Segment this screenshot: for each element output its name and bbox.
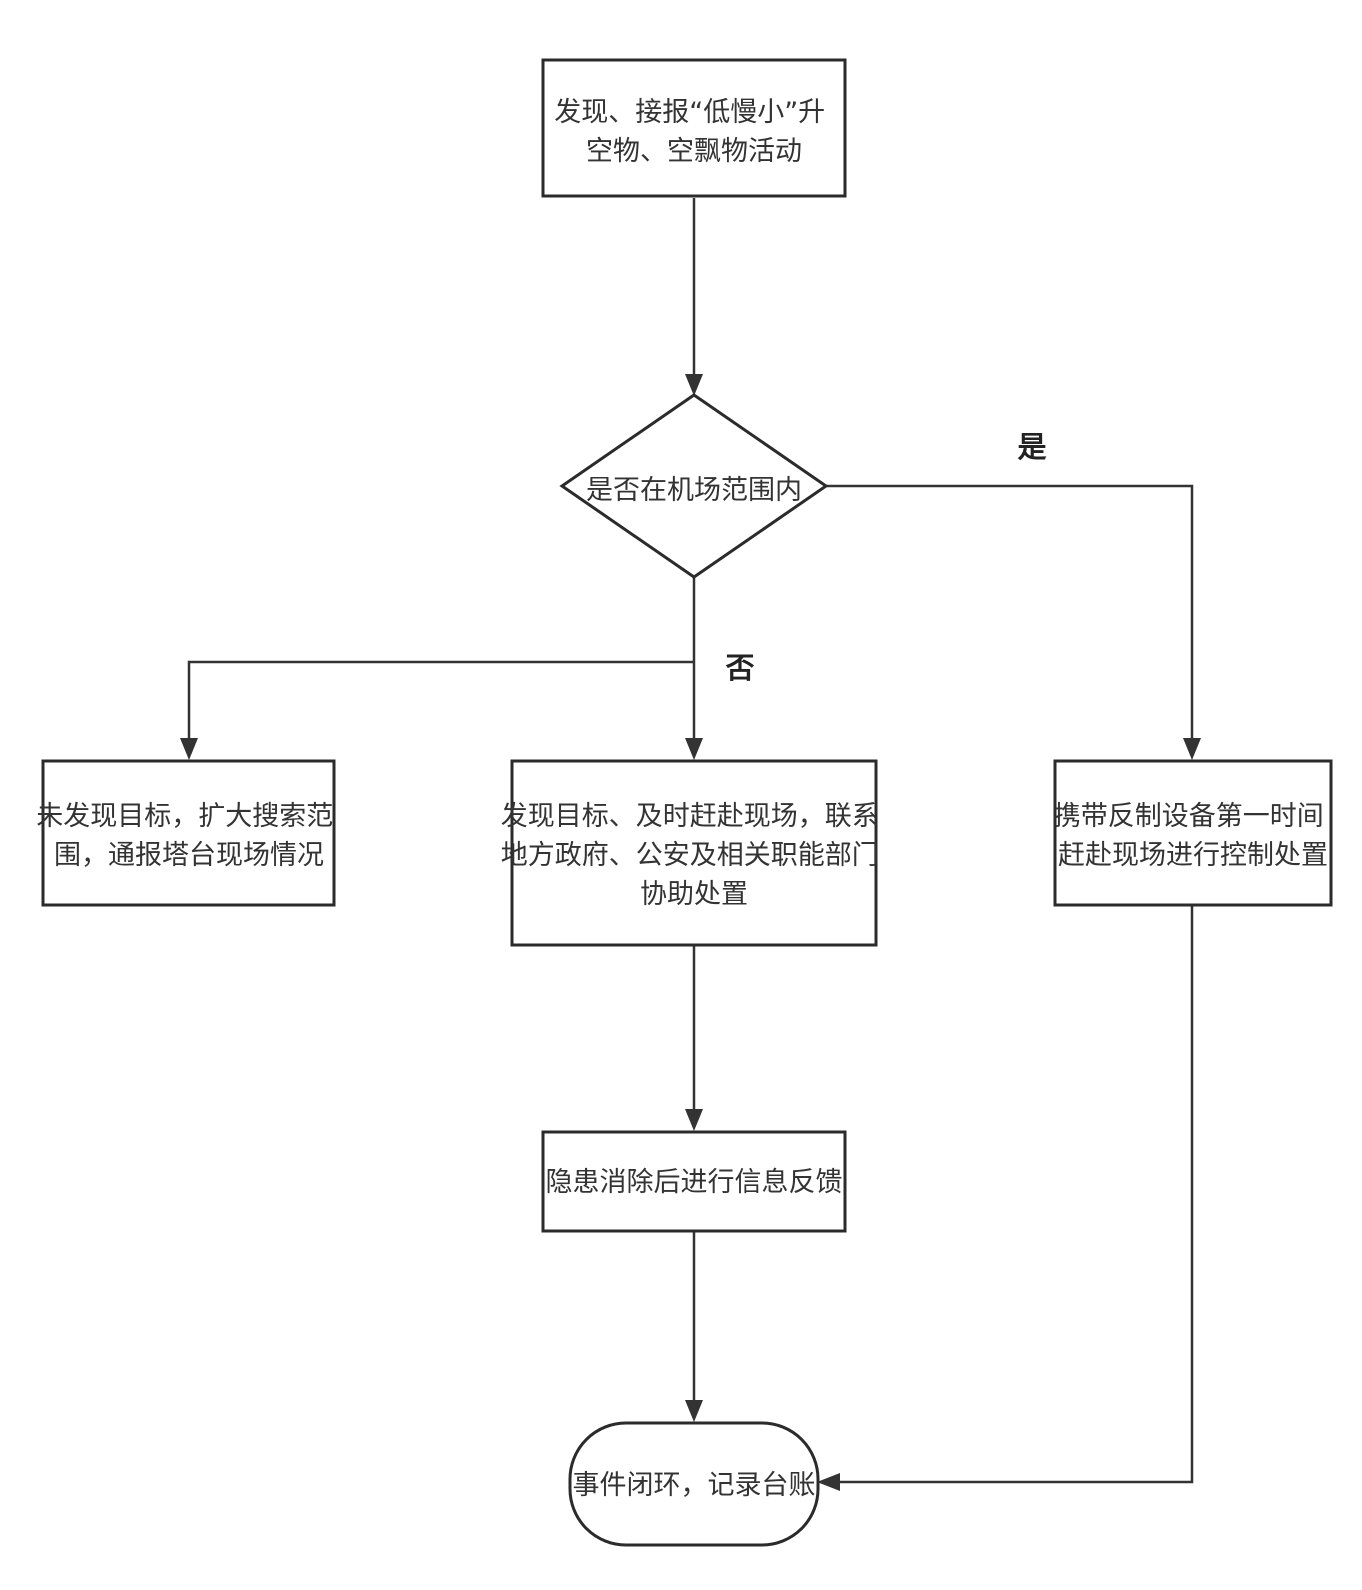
feedback-box (541, 1130, 847, 1233)
end-terminal (568, 1421, 820, 1547)
arrowhead-end-right (817, 1473, 840, 1491)
countermeasure-text: 携带反制设备第一时间 赶赴现场进行控制处置 (1054, 801, 1333, 871)
edges (180, 198, 1201, 1491)
not-found-box (41, 759, 336, 907)
found-line-3: 协助处置 (640, 879, 748, 910)
edge-label-yes: 是 (1017, 430, 1046, 464)
found-line-1: 发现目标、及时赶赴现场，联系 (501, 801, 879, 832)
decision-diamond (559, 393, 829, 579)
found-line-2: 地方政府、公安及相关职能部门 (501, 840, 879, 871)
start-box (541, 58, 847, 198)
arrowhead-found (685, 738, 703, 760)
arrowhead-countermeasure (1183, 738, 1201, 760)
decision-text: 是否在机场范围内 (586, 475, 802, 506)
arrowhead-feedback (685, 1109, 703, 1131)
start-line-2: 空物、空飘物活动 (586, 136, 802, 167)
feedback-line-1: 隐患消除后进行信息反馈 (546, 1167, 843, 1198)
arrowhead-end-top (685, 1400, 703, 1422)
feedback-text: 隐患消除后进行信息反馈 (546, 1167, 843, 1198)
arrowhead-not-found (180, 738, 198, 760)
not-found-text: 未发现目标，扩大搜索范 围，通报塔台现场情况 (36, 801, 342, 871)
start-line-1: 发现、接报“低慢小”升 (554, 97, 825, 128)
decision-line-1: 是否在机场范围内 (586, 475, 802, 506)
end-line-1: 事件闭环，记录台账 (573, 1470, 816, 1501)
edge-decision-yes (826, 484, 1194, 739)
not-found-line-2: 围，通报塔台现场情况 (54, 840, 324, 871)
countermeasure-box (1053, 759, 1333, 907)
arrowhead-decision (685, 374, 703, 396)
not-found-line-1: 未发现目标，扩大搜索范 (36, 801, 333, 832)
end-text: 事件闭环，记录台账 (573, 1470, 816, 1501)
edge-label-no: 否 (725, 651, 754, 685)
edge-countermeasure-to-end (838, 905, 1194, 1484)
found-box (510, 759, 878, 947)
countermeasure-line-1: 携带反制设备第一时间 (1054, 801, 1324, 832)
start-text: 发现、接报“低慢小”升 空物、空飘物活动 (554, 97, 834, 167)
countermeasure-line-2: 赶赴现场进行控制处置 (1058, 840, 1328, 871)
edge-decision-no-left (187, 660, 694, 739)
found-text: 发现目标、及时赶赴现场，联系 地方政府、公安及相关职能部门 协助处置 (501, 801, 888, 910)
